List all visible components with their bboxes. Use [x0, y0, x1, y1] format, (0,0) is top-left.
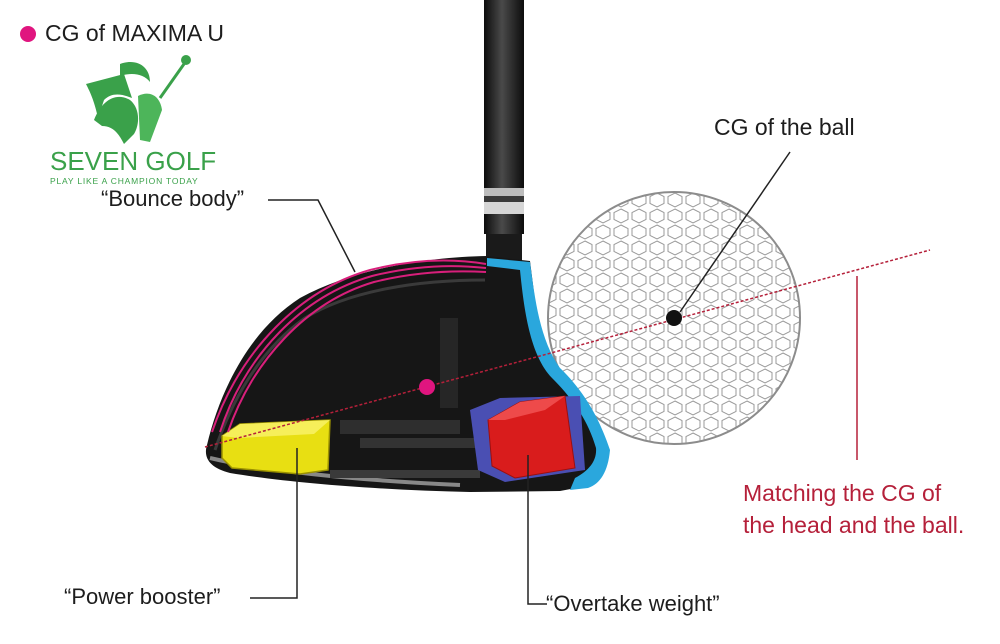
power-booster-label: “Power booster”: [64, 584, 221, 609]
logo-tagline: PLAY LIKE A CHAMPION TODAY: [50, 176, 199, 186]
legend: CG of MAXIMA U: [20, 20, 224, 47]
bounce-body-leader: [268, 199, 356, 273]
ball-cg-marker: [666, 310, 682, 326]
bounce-body-arcs: [211, 259, 487, 433]
legend-label: CG of MAXIMA U: [45, 20, 224, 46]
cg-legend-dot: [20, 25, 36, 42]
logo-brand: SEVEN GOLF: [50, 146, 216, 176]
bounce-body-label: “Bounce body”: [101, 186, 245, 211]
matching-note: Matching the CG of the head and the ball…: [743, 477, 964, 541]
seven-golf-logo: SEVEN GOLF PLAY LIKE A CHAMPION TODAY: [50, 55, 216, 186]
cg-ball-label: CG of the ball: [714, 114, 855, 140]
matching-note-line-2: the head and the ball.: [743, 512, 965, 538]
cg-alignment-line: [204, 249, 931, 448]
overtake-weight-label: “Overtake weight”: [546, 591, 720, 616]
club-head: [205, 256, 610, 492]
head-cg-marker: [419, 379, 435, 395]
overtake-weight-leader: [527, 455, 547, 605]
matching-note-line-1: Matching the CG of: [743, 480, 942, 506]
power-booster-leader: [250, 448, 298, 599]
cg-ball-leader: [679, 151, 791, 313]
club-shaft: [484, 0, 524, 262]
